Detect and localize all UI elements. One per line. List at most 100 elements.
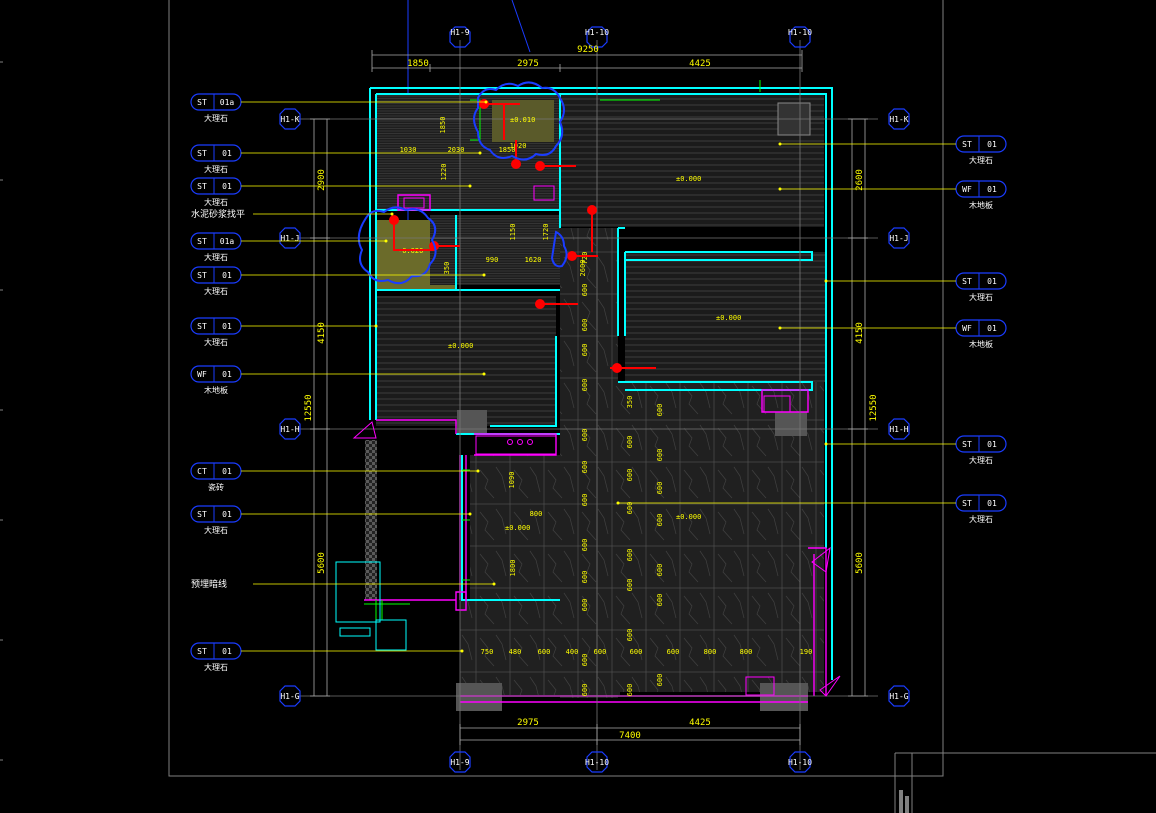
room-dim: 800 [530, 510, 543, 518]
tag-label: 大理石 [969, 155, 993, 165]
svg-text:600: 600 [626, 502, 634, 515]
svg-text:600: 600 [656, 482, 664, 495]
svg-text:600: 600 [581, 344, 589, 357]
tag-label: 大理石 [204, 164, 228, 174]
tag-number: 01 [987, 499, 997, 508]
svg-text:600: 600 [581, 319, 589, 332]
tag-code: ST [197, 647, 207, 656]
tag-number: 01 [987, 324, 997, 333]
tag-label: 瓷砖 [208, 482, 224, 492]
grid-bottom-3: H1-10 [788, 758, 812, 767]
tag-number: 01 [222, 322, 232, 331]
grid-right-j: H1-J [889, 234, 908, 243]
tag-label: 大理石 [204, 662, 228, 672]
tag-code: ST [962, 140, 972, 149]
dim-top-2: 2975 [517, 59, 539, 69]
side-structures [335, 561, 407, 651]
tag-number: 01 [987, 440, 997, 449]
tag-label: 木地板 [969, 200, 993, 210]
tag-label: 木地板 [204, 385, 228, 395]
tag-number: 01 [987, 140, 997, 149]
tag-code: WF [962, 324, 972, 333]
tag-number: 01 [222, 271, 232, 280]
room-dim: 1850 [499, 146, 516, 154]
floor-fills [365, 95, 825, 711]
walls [369, 87, 833, 680]
svg-text:600: 600 [626, 579, 634, 592]
grid-labels: H1-9 H1-10 H1-10 H1-9 H1-10 H1-10 H1-K H… [280, 28, 908, 767]
tag-label: 大理石 [204, 113, 228, 123]
svg-text:600: 600 [581, 599, 589, 612]
grid-right-h: H1-H [889, 425, 908, 434]
dim-right-1: 2600 [855, 169, 865, 191]
tag-code: ST [197, 182, 207, 191]
svg-text:600: 600 [656, 674, 664, 687]
tag-label: 大理石 [969, 514, 993, 524]
tag-code: ST [962, 499, 972, 508]
tag-code: ST [962, 277, 972, 286]
grid-top-1: H1-9 [450, 28, 469, 37]
dimension-lines [310, 50, 868, 745]
grid-right-g: H1-G [889, 692, 908, 701]
tag-label: 预埋暗线 [191, 578, 227, 590]
dim-bottom-2: 4425 [689, 718, 711, 728]
red-markers [389, 99, 656, 373]
tag-label: 大理石 [204, 197, 228, 207]
grid-top-3: H1-10 [788, 28, 812, 37]
svg-text:600: 600 [656, 514, 664, 527]
fixtures [352, 185, 841, 697]
tag-label: 水泥砂浆找平 [191, 208, 245, 220]
svg-text:600: 600 [581, 379, 589, 392]
svg-text:600: 600 [656, 449, 664, 462]
level-mark: ±0.000 [505, 524, 530, 532]
tag-number: 01 [987, 277, 997, 286]
grid-axes [297, 40, 878, 770]
svg-text:600: 600 [656, 594, 664, 607]
grid-left-h: H1-H [280, 425, 299, 434]
tag-number: 01 [222, 370, 232, 379]
drawing-frame [168, 0, 1156, 813]
svg-text:600: 600 [581, 284, 589, 297]
svg-text:600: 600 [581, 684, 589, 697]
room-dim: 400 [566, 648, 579, 656]
svg-text:600: 600 [656, 404, 664, 417]
tag-code: CT [197, 467, 207, 476]
tag-code: ST [197, 322, 207, 331]
room-dim: 1150 [509, 224, 517, 241]
grid-bottom-2: H1-10 [585, 758, 609, 767]
tag-label: 大理石 [204, 337, 228, 347]
tag-number: 01 [222, 149, 232, 158]
material-tag: 预埋暗线 [191, 578, 496, 590]
material-tag: ST 01 大理石 [778, 135, 1007, 165]
room-dim: 1800 [509, 560, 517, 577]
material-tag: ST 01 大理石 [616, 494, 1007, 524]
dim-left-3: 5600 [317, 552, 327, 574]
grid-right-k: H1-K [889, 115, 908, 124]
grid-top-2: H1-10 [585, 28, 609, 37]
svg-text:600: 600 [581, 654, 589, 667]
room-dim: 190 [800, 648, 813, 656]
svg-text:720: 720 [581, 252, 589, 265]
dim-right-3: 5600 [855, 552, 865, 574]
room-dim: 2600 [579, 260, 587, 277]
dim-bottom-total: 7400 [619, 731, 641, 741]
dim-left-2: 4150 [317, 322, 327, 344]
svg-text:600: 600 [581, 461, 589, 474]
room-dim: 600 [594, 648, 607, 656]
tag-number: 01 [222, 467, 232, 476]
room-dim: 350 [443, 262, 451, 275]
tag-code: ST [197, 237, 207, 246]
room-dim: 800 [704, 648, 717, 656]
svg-text:600: 600 [626, 549, 634, 562]
tag-number: 01a [220, 98, 235, 107]
tag-number: 01a [220, 237, 235, 246]
material-tag: 水泥砂浆找平 [191, 208, 394, 220]
